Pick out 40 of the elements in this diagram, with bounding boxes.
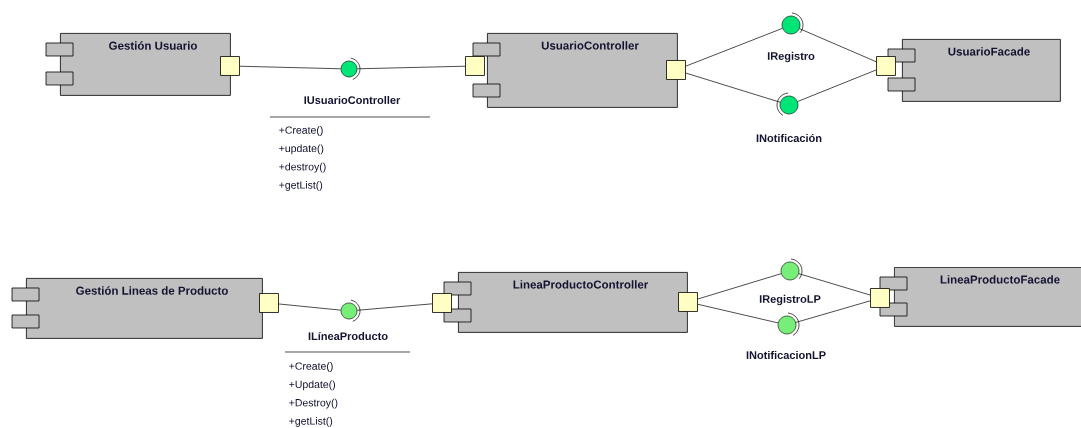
port-square bbox=[432, 293, 452, 313]
operation-text: +update() bbox=[279, 144, 324, 155]
connector-line bbox=[797, 69, 877, 102]
connector-line bbox=[356, 65, 466, 70]
connector-line bbox=[795, 300, 871, 323]
connector-line bbox=[799, 28, 877, 63]
connector-line bbox=[239, 65, 342, 70]
interface-label: IRegistro bbox=[767, 51, 815, 63]
interface-label: ILíneaProducto bbox=[308, 331, 388, 341]
port-square bbox=[876, 56, 896, 76]
interface-label: INotificación bbox=[756, 133, 822, 143]
connector-line bbox=[685, 72, 781, 103]
operation-text: +Create() bbox=[289, 362, 333, 372]
connector-line bbox=[697, 273, 782, 300]
port-square bbox=[220, 56, 240, 76]
connector-line bbox=[278, 303, 342, 311]
port-square bbox=[870, 288, 890, 308]
interface-label: IRegistroLP bbox=[759, 294, 821, 306]
component-box: Gestión Lineas de Producto bbox=[11, 278, 263, 339]
component-box: LineaProductoFacade bbox=[879, 267, 1081, 327]
component-box: UsuarioController bbox=[472, 33, 678, 108]
operation-text: +getList() bbox=[279, 181, 323, 191]
connector-line bbox=[356, 303, 433, 311]
component-box: LineaProductoController bbox=[443, 272, 688, 333]
operation-text: +getList() bbox=[289, 417, 333, 427]
interface-label: INotificacionLP bbox=[746, 350, 826, 360]
connector-line bbox=[798, 273, 871, 296]
port-square bbox=[678, 292, 698, 312]
port-square bbox=[666, 60, 686, 80]
component-box: UsuarioFacade bbox=[887, 39, 1061, 102]
operation-text: +Destroy() bbox=[289, 398, 338, 409]
port-square bbox=[465, 56, 485, 76]
operation-text: +Update() bbox=[289, 380, 336, 391]
connector-line bbox=[697, 303, 779, 324]
port-square bbox=[259, 293, 279, 313]
connector-line bbox=[685, 28, 783, 67]
operation-text: +Create() bbox=[279, 126, 323, 136]
operation-text: +destroy() bbox=[279, 162, 326, 173]
component-box: Gestión Usuario bbox=[45, 33, 231, 96]
interface-label: IUsuarioController bbox=[304, 95, 401, 105]
